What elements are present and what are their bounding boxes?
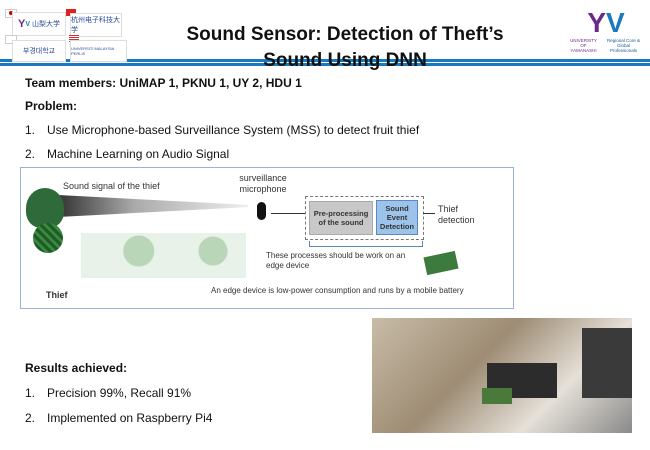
system-diagram: Sound signal of the thief Thief surveill… (20, 167, 514, 309)
monitor-icon (582, 328, 632, 398)
item-number: 2. (25, 147, 36, 161)
logo-text: 山梨大学 (31, 21, 60, 28)
logo-text: 부경대학교 (22, 48, 56, 55)
thief-icon (26, 188, 64, 228)
problem-item: 1. Use Microphone-based Surveillance Syst… (25, 123, 419, 137)
arrow (423, 213, 435, 214)
mic-label: surveillance microphone (239, 173, 287, 194)
raspberry-pi-board (482, 388, 512, 404)
problem-heading: Problem: (25, 99, 78, 113)
result-item: 1. Precision 99%, Recall 91% (25, 386, 191, 400)
results-heading: Results achieved: (25, 361, 128, 375)
brace (309, 241, 423, 247)
sound-wave-icon (58, 195, 248, 217)
watermelon-field-icon (81, 233, 246, 278)
hangzhou-logo: 杭州电子科技大学 (70, 13, 122, 37)
logo-text: Regional Core & Global Professionals (606, 38, 641, 53)
edge-note: These processes should be work on an edg… (266, 251, 406, 270)
preprocessing-box: Pre-processing of the sound (309, 201, 373, 235)
problem-item: 2. Machine Learning on Audio Signal (25, 147, 229, 161)
logo-text: 杭州电子科技大学 (71, 17, 120, 34)
demo-photo (372, 318, 632, 433)
item-text: Use Microphone-based Surveillance System… (47, 123, 420, 137)
arrow (271, 213, 305, 214)
item-text: Machine Learning on Audio Signal (47, 147, 230, 161)
item-number: 1. (25, 123, 36, 137)
item-number: 2. (25, 411, 36, 425)
signal-label: Sound signal of the thief (63, 181, 160, 191)
edge-process-group (305, 196, 424, 240)
korea-flag-icon (5, 35, 17, 44)
logo-text: UNIVERSITY OF YAMANASHI (569, 38, 597, 53)
result-item: 2. Implemented on Raspberry Pi4 (25, 411, 212, 425)
item-number: 1. (25, 386, 36, 400)
pknu-logo: 부경대학교 (12, 40, 66, 62)
china-flag-icon (66, 9, 76, 16)
output-label: Thief detection (438, 204, 475, 225)
watermelon-icon (33, 223, 63, 253)
item-text: Precision 99%, Recall 91% (47, 386, 192, 400)
header-rule (0, 63, 650, 66)
logo-text: UNIVERSITI MALAYSIA PERLIS (71, 46, 115, 56)
sound-event-detection-box: Sound Event Detection (376, 200, 418, 235)
thief-label: Thief (46, 290, 68, 300)
unimap-logo: UNIVERSITI MALAYSIA PERLIS (70, 40, 127, 62)
raspberry-pi-icon (423, 250, 459, 276)
title-line: Sound Using DNN (263, 50, 427, 71)
battery-note: An edge device is low-power consumption … (211, 286, 464, 295)
malaysia-flag-icon (69, 35, 79, 42)
header-rule (0, 59, 650, 62)
title-line: Sound Sensor: Detection of Theft’s (186, 24, 504, 45)
team-members: Team members: UniMAP 1, PKNU 1, UY 2, HD… (25, 76, 302, 90)
item-text: Implemented on Raspberry Pi4 (47, 411, 213, 425)
microphone-icon (257, 202, 266, 220)
